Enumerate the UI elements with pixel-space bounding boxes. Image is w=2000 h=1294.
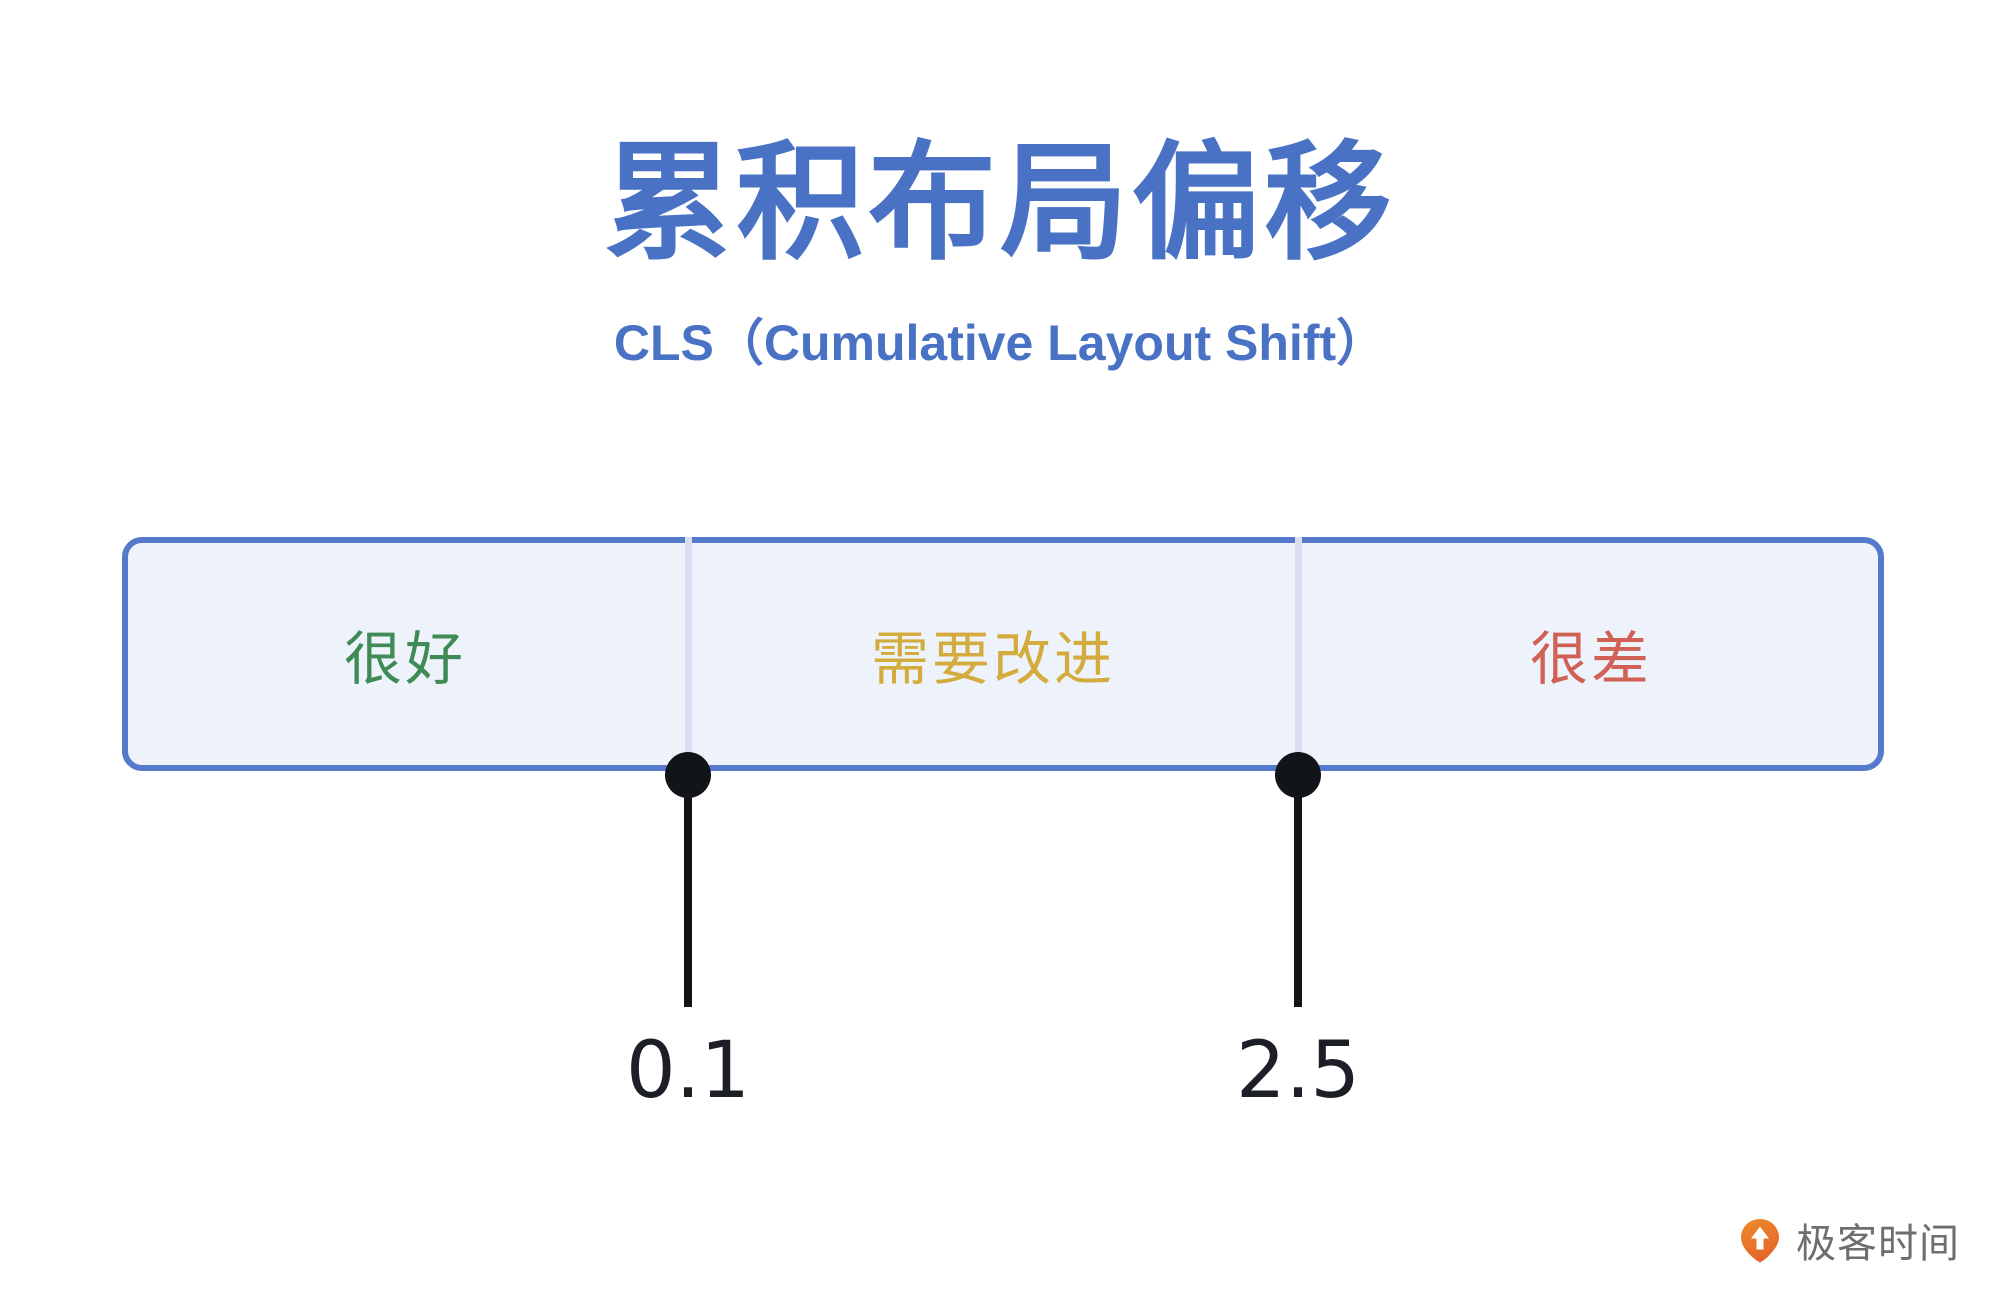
scale-divider-2 [1295,537,1302,771]
scale-bar-track [122,537,1884,771]
segment-label-good: 很好 [343,627,466,692]
scale-divider-1 [685,537,692,771]
page-subtitle: CLS（Cumulative Layout Shift） [613,315,1387,371]
segment-label-poor: 很差 [1529,627,1652,692]
brand-logo: 极客时间 [1736,1211,1960,1269]
cls-threshold-scale: 很好 需要改进 很差 [122,537,1884,771]
threshold-value-2: 2.5 [1235,1026,1361,1116]
brand-logo-text: 极客时间 [1796,1222,1960,1266]
threshold-stem [1294,775,1302,1007]
threshold-value-1: 0.1 [625,1026,751,1116]
threshold-stem [684,775,692,1007]
geektime-pin-icon [1741,1219,1779,1263]
segment-label-needs-improvement: 需要改进 [870,627,1115,692]
header: 累积布局偏移 CLS（Cumulative Layout Shift） [0,0,2000,371]
page-title: 累积布局偏移 [603,132,1396,275]
